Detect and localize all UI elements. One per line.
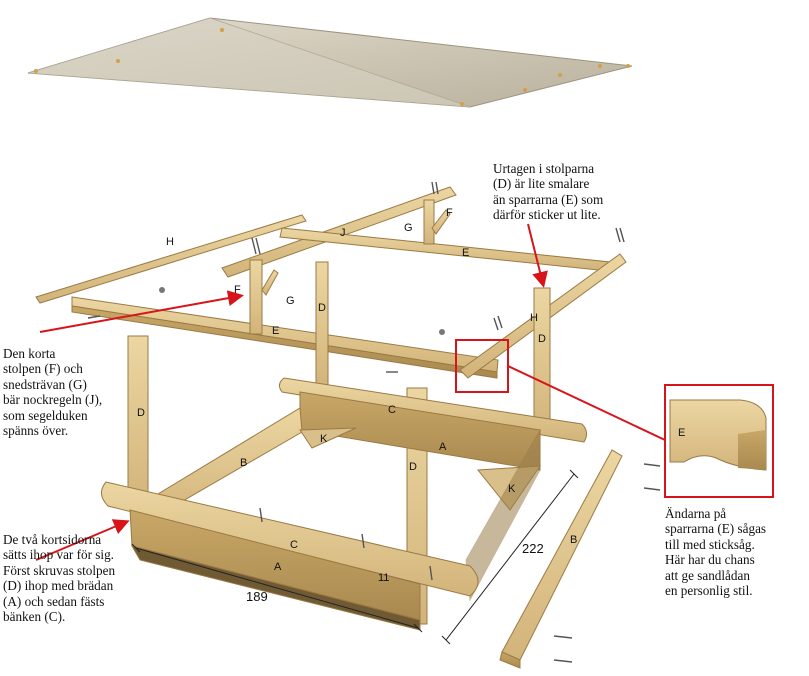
part-label: H — [166, 236, 174, 248]
part-label: F — [234, 284, 241, 296]
part-label: F — [446, 207, 453, 219]
part-label: E — [272, 325, 279, 337]
part-label: G — [286, 295, 295, 307]
part-label: H — [530, 312, 538, 324]
part-label: A — [274, 561, 282, 573]
part-label: B — [570, 534, 577, 546]
width-dimension: 189 — [246, 589, 268, 604]
part-label: D — [538, 333, 546, 345]
part-label: D — [318, 302, 326, 314]
callout-arrows — [35, 223, 774, 561]
part-label: B — [240, 457, 247, 469]
part-label: D — [137, 407, 145, 419]
sail-canvas — [27, 17, 633, 108]
bolt-icon — [159, 287, 165, 293]
note-post-notches: Urtagen i stolparna (D) är lite smalare … — [493, 161, 604, 223]
roof-frame — [35, 186, 627, 379]
part-label: K — [320, 433, 328, 445]
part-label: 11 — [378, 572, 389, 584]
note-short-post-brace: Den korta stolpen (F) och snedsträvan (G… — [3, 346, 103, 439]
canvas-eyelets — [34, 28, 630, 106]
part-label: D — [409, 461, 417, 473]
dimension-lines — [131, 469, 579, 645]
part-label: C — [388, 404, 396, 416]
note-rafter-ends: Ändarna på sparrarna (E) sågas till med … — [665, 506, 767, 599]
part-label: E — [462, 247, 469, 259]
sandbox-body — [101, 377, 623, 669]
part-label: G — [404, 222, 413, 234]
note-assemble-short-sides: De två kortsidorna sätts ihop var för si… — [3, 532, 116, 625]
bolt-icon — [439, 329, 445, 335]
part-label: K — [508, 483, 516, 495]
depth-dimension: 222 — [522, 541, 544, 556]
part-label: C — [290, 539, 298, 551]
rafter-end-detail — [669, 399, 767, 471]
part-label: E — [678, 427, 685, 439]
part-label: J — [340, 227, 346, 239]
hardware-screws — [87, 181, 661, 663]
part-label: A — [439, 441, 447, 453]
